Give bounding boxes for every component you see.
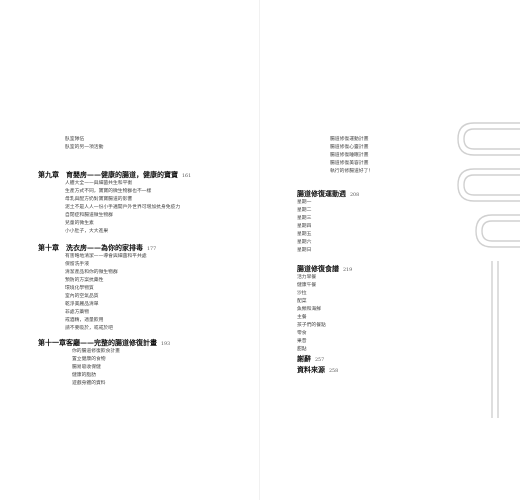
chapter-title: 育嬰房——健康的腸道，健康的寶寶: [66, 170, 178, 179]
toc-subitem: 有害略地清潔——導會與細菌和平共處: [65, 254, 147, 259]
section-page-number: 219: [343, 268, 353, 273]
exercise-week-items: 星期一 星期二 星期三 星期四 星期五 星期六 星期日: [297, 199, 311, 255]
section-title: 腸道修復食譜: [297, 264, 339, 273]
section-title: 謝辭: [297, 354, 311, 363]
section-title: 腸道修復運動週: [297, 189, 346, 198]
section-page-number: 258: [329, 369, 339, 374]
toc-subitem: 置立健康的食物: [72, 357, 106, 362]
chapter-number: 第十一章: [38, 338, 66, 347]
toc-subitem: 孩子們的餐點: [297, 323, 326, 328]
chapter-page-number: 161: [182, 174, 192, 179]
toc-subitem: 生產方式不同，寶寶的微生物群也不一樣: [65, 189, 152, 194]
toc-subitem: 小小肚子，大大進果: [65, 229, 109, 234]
toc-subitem: 清潔產品和你的微生物群: [65, 270, 118, 275]
chapter-heading-10[interactable]: 第十章洗衣房——為你的家排毒 177: [38, 243, 156, 254]
section-page-number: 208: [350, 193, 360, 198]
toc-subitem: 乾淨美麗品清單: [65, 302, 99, 307]
toc-subitem: 預防的方案抗藥性: [65, 278, 104, 283]
left-intro-list: 臥室隊伍 臥室的另一項活動: [65, 136, 103, 152]
toc-subitem: 腸道修復心靈計畫: [330, 145, 369, 150]
toc-subitem: 星期日: [297, 248, 312, 253]
toc-subitem: 腸道修復睡眠計畫: [330, 153, 369, 158]
toc-subitem: 星期三: [297, 216, 312, 221]
toc-subitem: 配菜: [297, 299, 307, 304]
toc-subitem: 你的腸道修復飲食計畫: [72, 349, 120, 354]
toc-subitem: 臥室的另一項活動: [65, 145, 104, 150]
decorative-line-ornament-icon: [457, 122, 520, 418]
toc-subitem: 魚類和海鮮: [297, 307, 321, 312]
toc-subitem: 零食: [297, 331, 307, 336]
toc-subitem: 泥土不是人人一份小手邁開戶外世界可增加抗身免疫力: [65, 205, 181, 210]
toc-subitem: 遊戲身體的資料: [72, 381, 106, 386]
section-title: 資料來源: [297, 365, 325, 374]
toc-subitem: 星期一: [297, 200, 312, 205]
toc-subitem: 兒童的微生素: [65, 221, 94, 226]
book-gutter: [259, 0, 260, 500]
toc-subitem: 腸道修復美容計畫: [330, 161, 369, 166]
section-heading-exercise[interactable]: 腸道修復運動週 208: [297, 189, 359, 200]
toc-subitem: 自閉症和腸道微生物群: [65, 213, 113, 218]
toc-subitem: 甜點: [297, 347, 307, 352]
toc-subitem: 戒酒精，適量飲用: [65, 318, 104, 323]
toc-subitem: 環境化學物質: [65, 286, 94, 291]
toc-subitem: 星期五: [297, 232, 312, 237]
toc-subitem: 請不要吸於，或戒於吧: [65, 326, 113, 331]
chapter-page-number: 193: [161, 342, 171, 347]
toc-subitem: 母乳與配方奶對寶寶腸道的影響: [65, 197, 133, 202]
toc-subitem: 非處方藥物: [65, 310, 89, 315]
section-heading-recipes[interactable]: 腸道修復食譜 219: [297, 264, 352, 275]
toc-subitem: 主餐: [297, 315, 307, 320]
toc-subitem: 星期四: [297, 224, 312, 229]
toc-subitem: 腸道修復運動計畫: [330, 137, 369, 142]
chapter-9-items: 人體大全——與細菌共生和平衡 生產方式不同，寶寶的微生物群也不一樣 母乳與配方奶…: [65, 180, 180, 236]
toc-subitem: 健康午餐: [297, 283, 317, 288]
chapter-10-items: 有害略地清潔——導會與細菌和平共處 保留洗手液 清潔產品和你的微生物群 預防的方…: [65, 253, 147, 333]
section-page-number: 257: [315, 358, 325, 363]
chapter-number: 第十章: [38, 243, 59, 252]
chapter-title: 客廳——完整的腸道修復計畫: [66, 338, 157, 347]
toc-subitem: 活力早餐: [297, 275, 317, 280]
left-page: 臥室隊伍 臥室的另一項活動 第九章育嬰房——健康的腸道，健康的寶寶 161 人體大…: [38, 136, 191, 388]
toc-subitem: 腸易吸收保健: [72, 365, 101, 370]
recipe-items: 活力早餐 健康午餐 沙拉 配菜 魚類和海鮮 主餐 孩子們的餐點 零食 果昔 甜點: [297, 274, 326, 354]
toc-subitem: 人體大全——與細菌共生和平衡: [65, 181, 133, 186]
chapter-heading-9[interactable]: 第九章育嬰房——健康的腸道，健康的寶寶 161: [38, 170, 191, 181]
section-heading-acknowledgements[interactable]: 謝辭 257: [297, 354, 324, 365]
section-heading-references[interactable]: 資料來源 258: [297, 365, 338, 376]
toc-subitem: 保留洗手液: [65, 262, 89, 267]
toc-subitem: 沙拉: [297, 291, 307, 296]
chapter-11-items: 你的腸道修復飲食計畫 置立健康的食物 腸易吸收保健 健康的脂肪 遊戲身體的資料: [72, 348, 120, 388]
right-intro-list: 腸道修復運動計畫 腸道修復心靈計畫 腸道修復睡眠計畫 腸道修復美容計畫 執行的修…: [330, 136, 373, 176]
right-page: 腸道修復運動計畫 腸道修復心靈計畫 腸道修復睡眠計畫 腸道修復美容計畫 執行的修…: [260, 0, 520, 500]
toc-subitem: 星期二: [297, 208, 312, 213]
chapter-page-number: 177: [147, 247, 157, 252]
toc-subitem: 健康的脂肪: [72, 373, 96, 378]
chapter-heading-11[interactable]: 第十一章客廳——完整的腸道修復計畫 193: [38, 338, 170, 349]
toc-subitem: 執行的修腸道好了！: [330, 169, 374, 174]
toc-subitem: 果昔: [297, 339, 307, 344]
toc-subitem: 室內的空氣品質: [65, 294, 99, 299]
toc-subitem: 星期六: [297, 240, 312, 245]
chapter-number: 第九章: [38, 170, 59, 179]
chapter-title: 洗衣房——為你的家排毒: [66, 243, 143, 252]
toc-subitem: 臥室隊伍: [65, 137, 85, 142]
